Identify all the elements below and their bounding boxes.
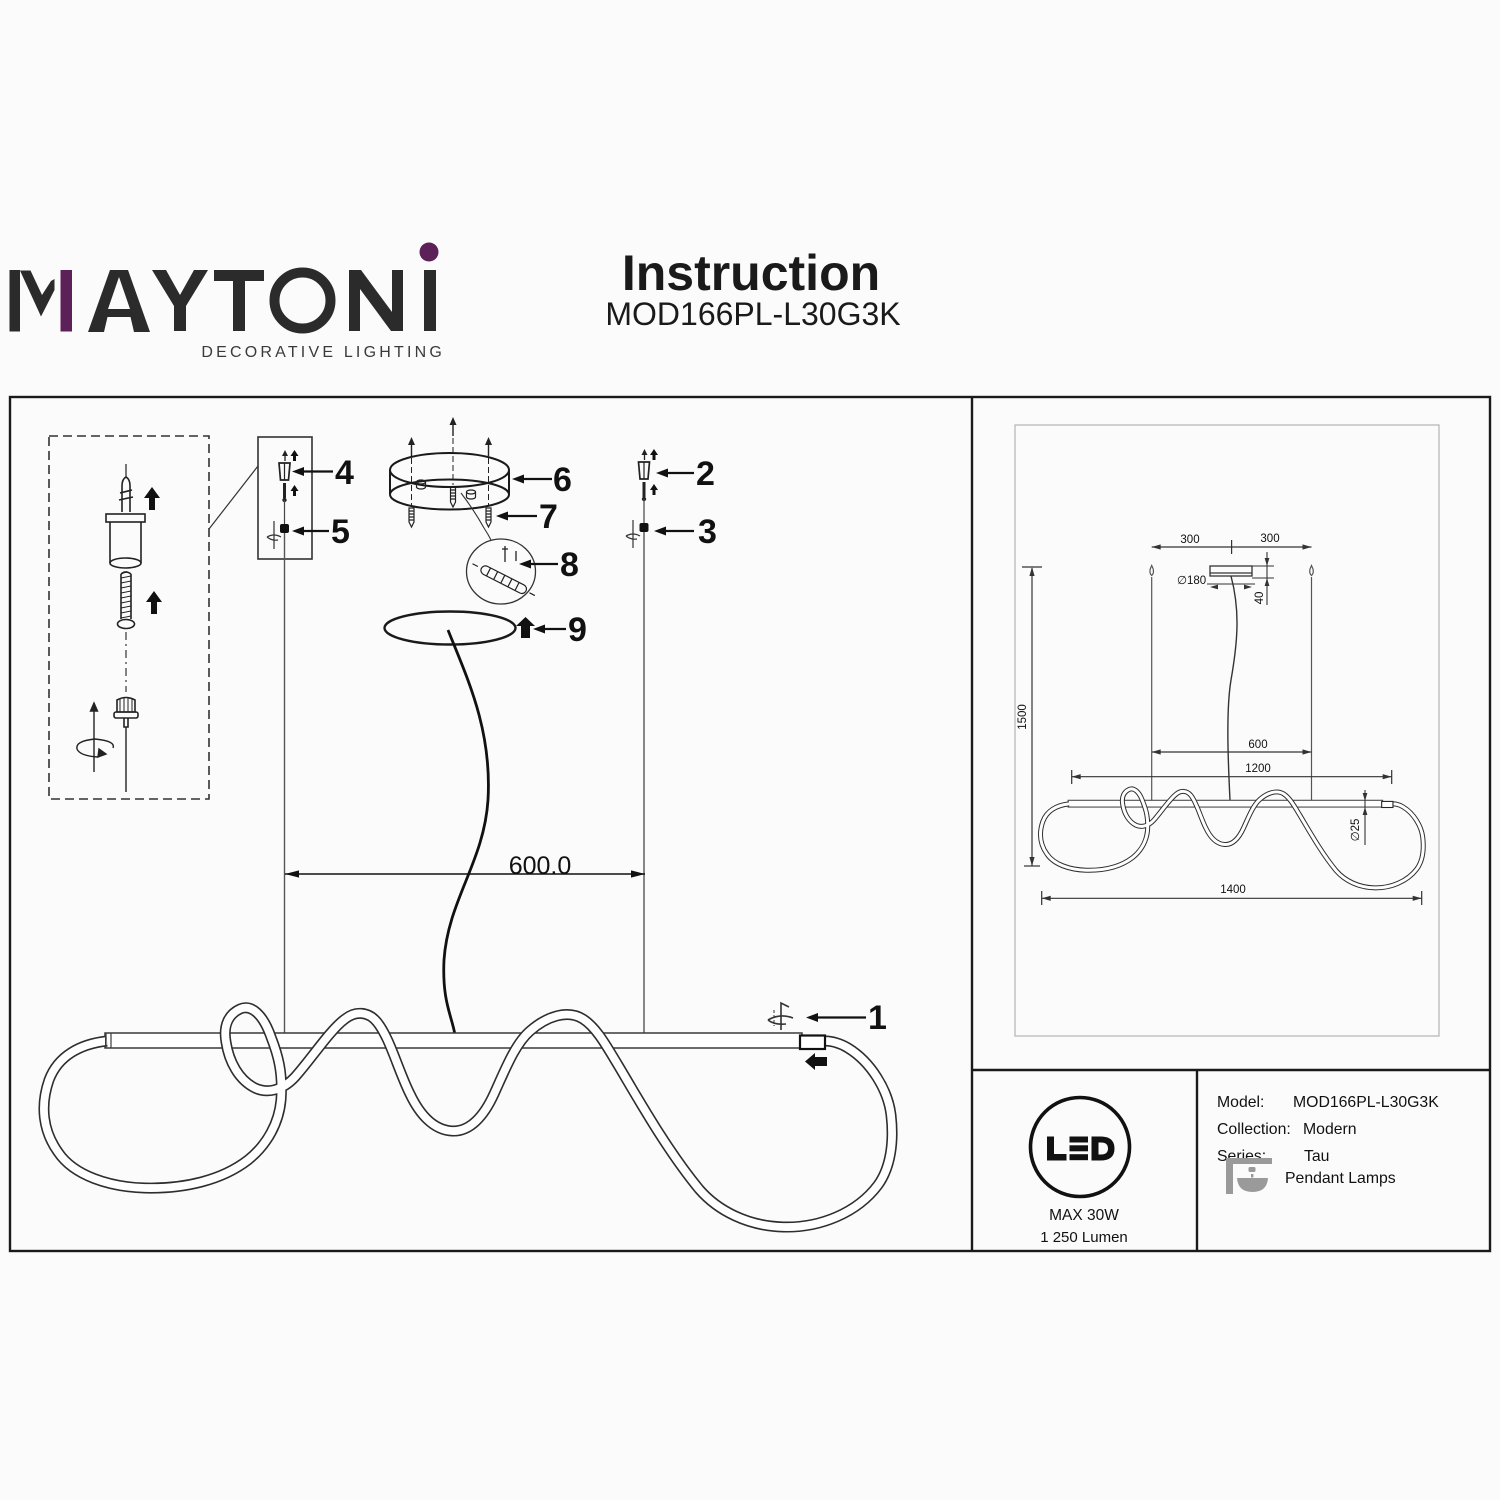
svg-text:1500: 1500 xyxy=(1017,704,1029,730)
svg-text:3: 3 xyxy=(698,513,717,551)
svg-text:Model:: Model: xyxy=(1217,1094,1264,1111)
svg-text:300: 300 xyxy=(1180,534,1199,546)
svg-text:Pendant Lamps: Pendant Lamps xyxy=(1285,1170,1396,1187)
svg-text:DECORATIVE LIGHTING: DECORATIVE LIGHTING xyxy=(201,344,445,361)
svg-text:9: 9 xyxy=(568,611,587,649)
svg-text:1400: 1400 xyxy=(1220,884,1246,896)
svg-text:Tau: Tau xyxy=(1304,1148,1329,1165)
svg-text:300: 300 xyxy=(1260,533,1279,545)
svg-text:∅180: ∅180 xyxy=(1177,575,1206,587)
svg-text:MAX 30W: MAX 30W xyxy=(1049,1207,1119,1224)
svg-text:600: 600 xyxy=(1248,739,1267,751)
svg-text:Modern: Modern xyxy=(1303,1121,1357,1138)
svg-text:7: 7 xyxy=(539,498,558,536)
svg-text:600.0: 600.0 xyxy=(509,852,572,880)
svg-text:5: 5 xyxy=(331,513,350,551)
svg-text:1 250 Lumen: 1 250 Lumen xyxy=(1040,1229,1128,1246)
svg-text:8: 8 xyxy=(560,546,579,584)
svg-text:∅25: ∅25 xyxy=(1350,819,1362,842)
svg-text:4: 4 xyxy=(335,454,354,492)
svg-text:MOD166PL-L30G3K: MOD166PL-L30G3K xyxy=(605,296,900,332)
svg-text:Instruction: Instruction xyxy=(622,245,880,301)
svg-text:6: 6 xyxy=(553,461,572,499)
svg-text:40: 40 xyxy=(1254,592,1266,605)
svg-text:2: 2 xyxy=(696,455,715,493)
svg-text:Collection:: Collection: xyxy=(1217,1121,1291,1138)
svg-text:1: 1 xyxy=(868,999,887,1037)
svg-text:MOD166PL-L30G3K: MOD166PL-L30G3K xyxy=(1293,1094,1439,1111)
svg-text:1200: 1200 xyxy=(1245,763,1271,775)
